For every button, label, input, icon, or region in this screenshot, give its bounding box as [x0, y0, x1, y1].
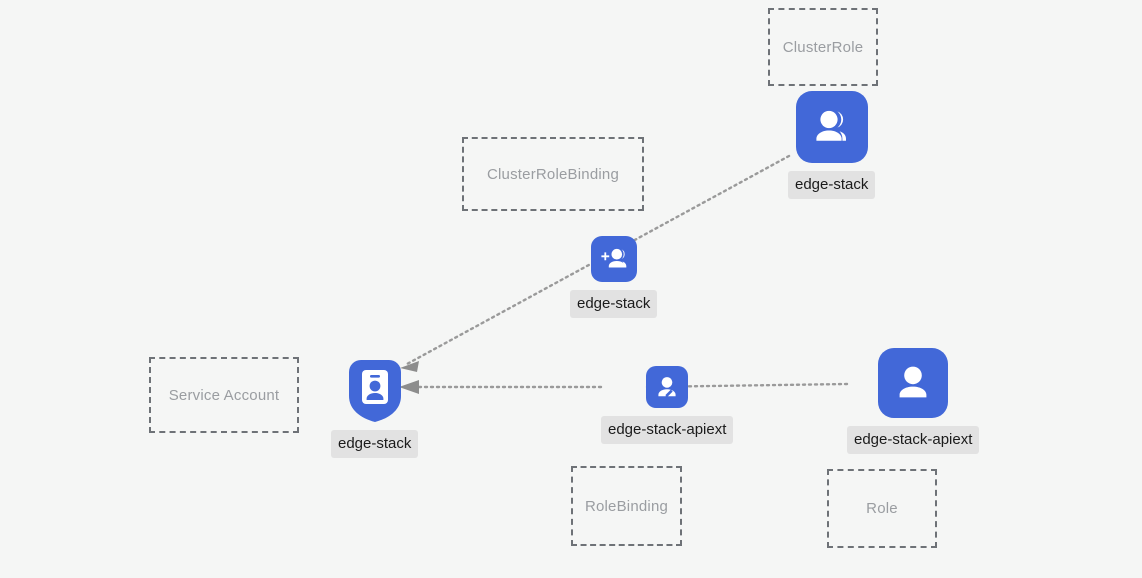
node-label: edge-stack: [788, 171, 876, 199]
kind-label: ClusterRole: [782, 38, 864, 56]
group-people-icon[interactable]: [795, 91, 868, 163]
kind-box-clusterrole: ClusterRole: [768, 8, 878, 86]
node-role[interactable]: edge-stack-apiext: [847, 348, 980, 454]
node-label: edge-stack: [570, 290, 658, 318]
kind-box-rolebinding: RoleBinding: [571, 466, 682, 546]
node-clusterrole[interactable]: edge-stack: [788, 91, 876, 199]
node-label: edge-stack: [331, 430, 419, 458]
id-badge-icon[interactable]: [343, 358, 407, 422]
edge-rolebinding-to-serviceaccount: [399, 380, 603, 394]
node-serviceaccount[interactable]: edge-stack: [331, 358, 419, 458]
kind-label: ClusterRoleBinding: [486, 165, 619, 183]
kind-box-clusterrolebinding: ClusterRoleBinding: [462, 137, 644, 211]
node-rolebinding[interactable]: edge-stack-apiext: [601, 366, 734, 444]
person-add-icon[interactable]: [590, 236, 637, 282]
kind-label: RoleBinding: [584, 497, 669, 515]
kind-box-role: Role: [827, 469, 937, 548]
kind-label: Service Account: [168, 386, 280, 404]
node-label: edge-stack-apiext: [847, 426, 980, 454]
kind-label: Role: [866, 500, 898, 517]
kind-box-serviceaccount: Service Account: [149, 357, 299, 433]
node-label: edge-stack-apiext: [601, 416, 734, 444]
person-icon[interactable]: [878, 348, 949, 418]
person-edit-icon[interactable]: [646, 366, 689, 408]
node-clusterrolebinding[interactable]: edge-stack: [570, 236, 658, 318]
